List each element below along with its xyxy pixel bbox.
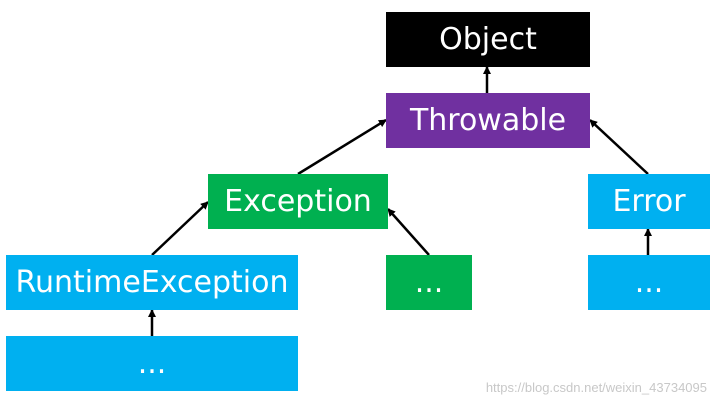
watermark: https://blog.csdn.net/weixin_43734095	[485, 380, 707, 395]
arrow-exception-more-to-exception	[387, 208, 430, 256]
runtime-exception-node: RuntimeException	[6, 255, 298, 310]
runtime-exception-subclasses-node: ...	[6, 336, 298, 391]
arrow-error-to-throwable	[589, 119, 649, 175]
object-node: Object	[386, 12, 590, 67]
throwable-node: Throwable	[386, 93, 590, 148]
arrow-runtime-to-exception	[151, 201, 209, 256]
error-subclasses-node: ...	[588, 255, 710, 310]
error-node: Error	[588, 174, 710, 229]
arrow-exception-to-throwable	[297, 118, 387, 176]
exception-node: Exception	[208, 174, 388, 229]
exception-subclasses-node: ...	[386, 255, 472, 310]
